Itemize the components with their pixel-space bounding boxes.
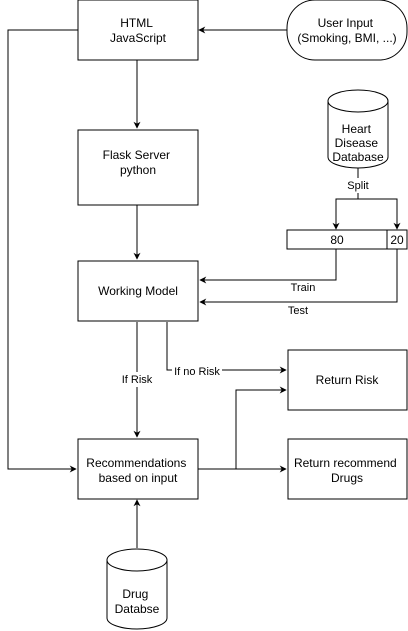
node-recommendations: Recommendations based on input xyxy=(77,438,199,500)
svg-text:Return recommend Drugs: Return recommend Drugs xyxy=(294,456,400,485)
edge-label-if-no-risk: If no Risk xyxy=(172,364,222,378)
svg-text:Recommendations based on: Recommendations based on input xyxy=(86,456,189,485)
svg-text:Return Risk: Return Risk xyxy=(316,373,380,387)
svg-text:Heart Disease Data: Heart Disease Database xyxy=(332,122,384,164)
node-html-javascript: HTML JavaScript xyxy=(77,0,199,61)
node-flask-server: Flask Server python xyxy=(77,129,199,206)
svg-text:Split: Split xyxy=(347,180,368,192)
split-80-label: 80 xyxy=(330,233,344,247)
split-20-label: 20 xyxy=(390,233,404,247)
node-drug-database: Drug Databse xyxy=(106,548,168,630)
node-return-drugs: Return recommend Drugs xyxy=(287,438,408,500)
svg-text:If no Risk: If no Risk xyxy=(174,366,220,378)
node-heart-disease-database: Heart Disease Database xyxy=(327,89,389,169)
edge-html-to-recommendations xyxy=(7,29,78,473)
svg-text:Flask Server python: Flask Server python xyxy=(103,148,174,177)
edge-recommendations-to-risk xyxy=(235,386,287,469)
node-user-input: User Input (Smoking, BMI, ...) xyxy=(286,0,408,61)
edge-label-split: Split xyxy=(343,178,373,193)
svg-text:Drug Databse: Drug Databse xyxy=(115,587,160,616)
svg-text:HTML JavaScript: HTML JavaScript xyxy=(110,16,167,45)
node-return-risk: Return Risk xyxy=(287,349,408,411)
edge-split-to-20 xyxy=(358,198,401,230)
edge-label-if-risk: If Risk xyxy=(118,372,156,387)
node-split-bar: 80 20 xyxy=(286,229,408,250)
svg-text:If Risk: If Risk xyxy=(122,374,153,386)
svg-text:Train: Train xyxy=(291,282,316,294)
split-20-cell xyxy=(386,229,408,250)
svg-text:User Input (Smoking, BMI: User Input (Smoking, BMI, ...) xyxy=(297,16,396,45)
edge-if-no-risk xyxy=(166,322,287,374)
edge-label-test: Test xyxy=(288,305,308,317)
node-working-model: Working Model xyxy=(77,260,199,322)
svg-text:Test: Test xyxy=(288,305,308,317)
edge-label-train: Train xyxy=(291,282,316,294)
edge-test xyxy=(199,249,398,306)
svg-text:Working Model: Working Model xyxy=(98,284,178,298)
edge-split-to-80 xyxy=(332,198,358,230)
edge-train xyxy=(199,249,337,284)
